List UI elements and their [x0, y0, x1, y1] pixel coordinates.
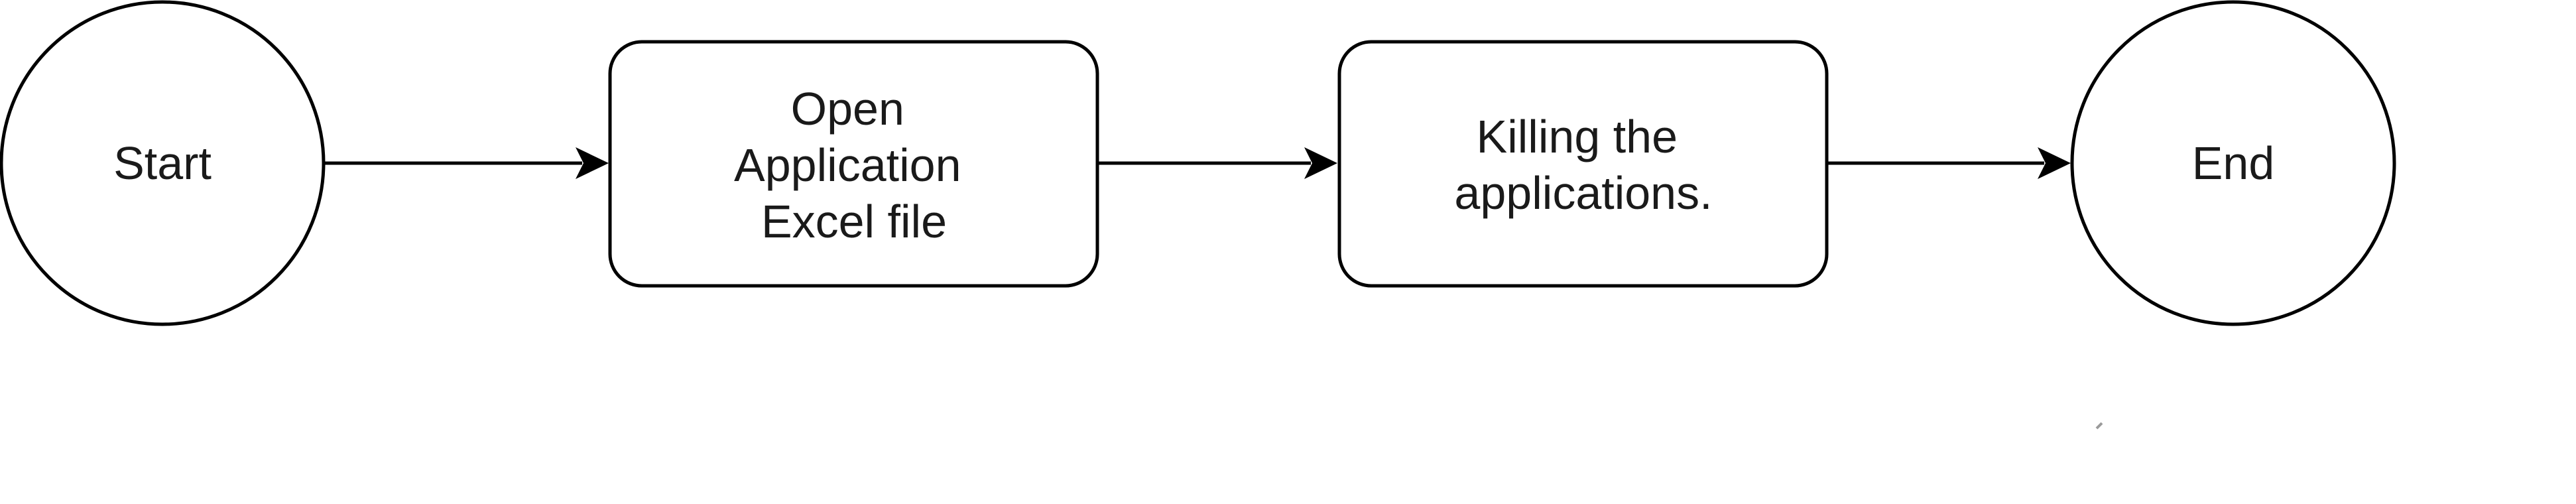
kill-apps-label-line-2: applications. — [1454, 167, 1712, 219]
kill-apps-label-line-1: Killing the — [1477, 111, 1678, 162]
stray-mark — [2095, 422, 2103, 430]
kill-apps-label: Killing the applications. — [1454, 111, 1712, 219]
connector-start-to-open-excel — [325, 147, 609, 179]
arrowhead — [576, 147, 609, 179]
connector-kill-apps-to-end — [1827, 147, 2071, 179]
start-label: Start — [113, 137, 212, 189]
kill-apps-node[interactable]: Killing the applications. — [1337, 40, 1829, 288]
end-label: End — [2192, 137, 2275, 189]
start-node[interactable]: Start — [0, 0, 326, 326]
connector-open-excel-to-kill-apps — [1097, 147, 1337, 179]
end-circle — [2070, 0, 2396, 326]
kill-apps-box — [1337, 40, 1829, 288]
arrowhead — [2038, 147, 2071, 179]
open-excel-label-line-3: Excel file — [761, 196, 947, 247]
open-excel-label-line-1: Open — [791, 83, 904, 135]
arrowhead — [1304, 147, 1337, 179]
end-node[interactable]: End — [2070, 0, 2396, 326]
open-excel-label: Open Application Excel file — [734, 83, 974, 247]
start-circle — [0, 0, 326, 326]
open-excel-label-line-2: Application — [734, 139, 961, 191]
open-excel-node[interactable]: Open Application Excel file — [608, 40, 1099, 288]
